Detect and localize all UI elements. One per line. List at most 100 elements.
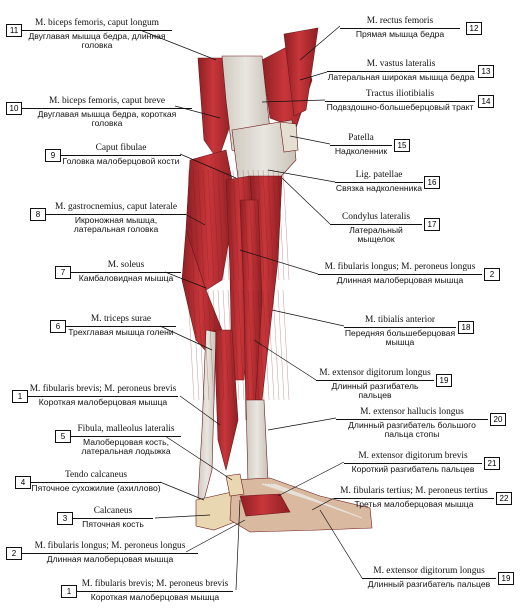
label-number-box: 13 bbox=[478, 65, 494, 78]
leader-line bbox=[261, 99, 326, 103]
label-number-box: 4 bbox=[15, 476, 31, 489]
latin-name: Calcaneus bbox=[93, 506, 133, 516]
russian-name: Прямая мышца бедра bbox=[340, 27, 460, 39]
biceps-femoris-long-head-shape bbox=[197, 57, 233, 161]
latin-name: M. fibularis brevis; M. peroneus brevis bbox=[29, 384, 177, 394]
russian-name: Длинная малоберцовая мышца bbox=[22, 552, 198, 564]
label-number-box: 11 bbox=[6, 24, 22, 37]
label-number-box: 19 bbox=[498, 572, 514, 585]
russian-name: Длинный разгибатель пальцев bbox=[316, 379, 434, 400]
latin-name: Condylus lateralis bbox=[342, 212, 410, 222]
knee-tendon-shape bbox=[231, 119, 297, 183]
russian-name: Короткий разгибатель пальцев bbox=[344, 462, 482, 474]
leader-line bbox=[319, 509, 363, 579]
latin-name: M. soleus bbox=[107, 260, 145, 270]
leader-line bbox=[159, 481, 205, 501]
latin-name: M. extensor hallucis longus bbox=[360, 407, 464, 417]
latin-name: Fibula, malleolus lateralis bbox=[77, 424, 175, 434]
label-number-box: 6 bbox=[50, 320, 66, 333]
russian-name: Надколенник bbox=[330, 144, 392, 156]
russian-name: Латеральная широкая мышца бедра bbox=[327, 70, 475, 82]
label-number-box: 20 bbox=[490, 413, 506, 426]
leader-line bbox=[185, 519, 246, 553]
label-number-box: 2 bbox=[484, 268, 500, 281]
latin-name: M. triceps surae bbox=[90, 314, 152, 324]
russian-name: Двуглавая мышца бедра, короткая головка bbox=[22, 107, 192, 128]
label-number-box: 3 bbox=[57, 512, 73, 525]
latin-name: M. biceps femoris, caput longum bbox=[35, 18, 159, 28]
russian-name: Головка малоберцовой кости bbox=[61, 154, 181, 166]
leader-line bbox=[179, 153, 237, 179]
label-number-box: 17 bbox=[424, 218, 440, 231]
russian-name: латеральная головка bbox=[73, 223, 159, 234]
latin-name: M. fibularis brevis; M. peroneus brevis bbox=[81, 579, 229, 589]
russian-name: Короткая малоберцовая мышца bbox=[28, 395, 178, 407]
latin-name: M. fibularis longus; M. peroneus longus bbox=[34, 541, 186, 551]
calcaneus-shape bbox=[195, 491, 241, 531]
latin-name: Tractus iliotibialis bbox=[365, 89, 435, 99]
russian-name: Подвздошно-большеберцовый тракт bbox=[325, 100, 475, 112]
label-number-box: 22 bbox=[496, 492, 512, 505]
leader-line bbox=[277, 461, 345, 497]
russian-name: Пяточная кость bbox=[73, 517, 153, 529]
latin-name: M. fibularis longus; M. peroneus longus bbox=[324, 262, 476, 272]
label-number-box: 2 bbox=[6, 547, 22, 560]
toe-tendons bbox=[261, 483, 363, 519]
malleolus-shape bbox=[225, 473, 245, 497]
label-number-box: 9 bbox=[45, 149, 61, 162]
label-number-box: 19 bbox=[436, 374, 452, 387]
latin-name: Tendo calcaneus bbox=[64, 470, 128, 480]
russian-name: Малоберцовая кость, bbox=[71, 435, 181, 447]
patella-shape bbox=[279, 121, 299, 153]
latin-name: M. extensor digitorum longus bbox=[319, 368, 431, 378]
russian-name: Длинная малоберцовая мышца bbox=[318, 273, 482, 285]
leader-line bbox=[253, 339, 317, 381]
leader-line bbox=[239, 249, 319, 275]
rectus-femoris-shape bbox=[283, 27, 319, 117]
label-number-box: 5 bbox=[55, 430, 71, 443]
latin-name: M. gastrocnemius, caput laterale bbox=[54, 202, 178, 212]
russian-name: Длинный разгибатель пальцев bbox=[362, 577, 496, 589]
leader-line bbox=[235, 499, 241, 591]
anatomy-label: M. fibularis tertius; M. peroneus tertiu… bbox=[334, 486, 494, 509]
russian-name: Камбаловидная мышца bbox=[71, 271, 181, 283]
extensor-digitorum-brevis-shape bbox=[239, 493, 291, 517]
foot-shape bbox=[229, 477, 373, 533]
leader-line bbox=[299, 25, 341, 61]
leader-line bbox=[184, 213, 206, 226]
leader-line bbox=[289, 135, 331, 145]
label-number-box: 15 bbox=[394, 139, 410, 152]
label-number-box: 16 bbox=[424, 176, 440, 189]
label-number-box: 7 bbox=[55, 266, 71, 279]
leader-line bbox=[139, 29, 217, 61]
latin-name: M. extensor digitorum brevis bbox=[358, 451, 468, 461]
russian-name: Длинный разгибатель большого пальца стоп… bbox=[336, 418, 488, 439]
latin-name: M. tibialis anterior bbox=[364, 315, 436, 325]
leader-line bbox=[164, 271, 207, 289]
leader-line bbox=[159, 325, 213, 351]
label-number-box: 14 bbox=[478, 95, 494, 108]
muscle-fibers bbox=[187, 169, 290, 401]
latin-name: M. fibularis tertius; M. peroneus tertiu… bbox=[340, 486, 488, 496]
russian-name: латеральная лодыжка bbox=[81, 445, 171, 456]
label-number-box: 1 bbox=[61, 585, 77, 598]
leader-line bbox=[179, 395, 221, 426]
achilles-tendon-shape bbox=[197, 329, 217, 501]
latin-name: M. rectus femoris bbox=[366, 16, 434, 26]
latin-name: M. biceps femoris, caput breve bbox=[48, 96, 166, 106]
